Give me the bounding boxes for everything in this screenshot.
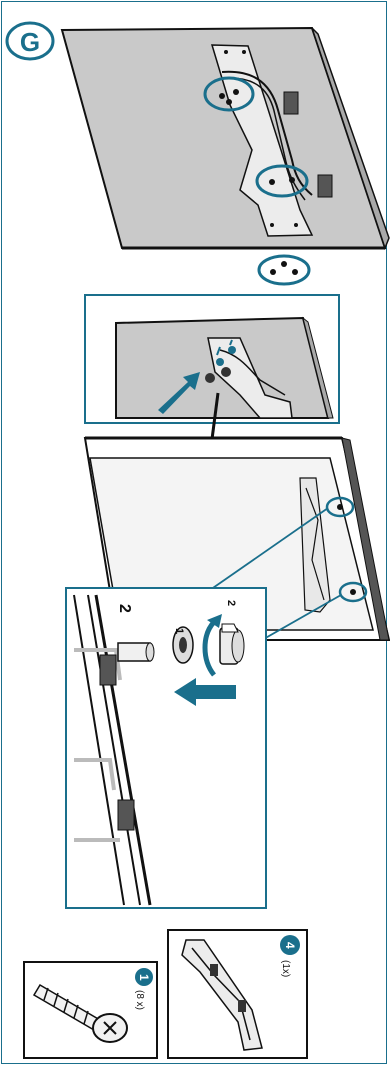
part-4-badge: 4 (283, 942, 297, 949)
screw-highlight-loose (259, 256, 309, 284)
substep-2-label: 2 (225, 600, 237, 606)
step-letter: G (20, 27, 40, 57)
part-1-badge: 1 (137, 974, 151, 981)
step-badge: G (7, 23, 53, 59)
part-1-quantity: (8 x) (134, 990, 145, 1010)
detail-panel (66, 588, 266, 908)
detail-number: 2 (116, 604, 133, 613)
part-box-bracket (168, 930, 307, 1058)
substep-1-label: 1 (173, 628, 185, 634)
zoom-detail-box (85, 295, 339, 423)
part-4-quantity: (1x) (280, 960, 291, 977)
